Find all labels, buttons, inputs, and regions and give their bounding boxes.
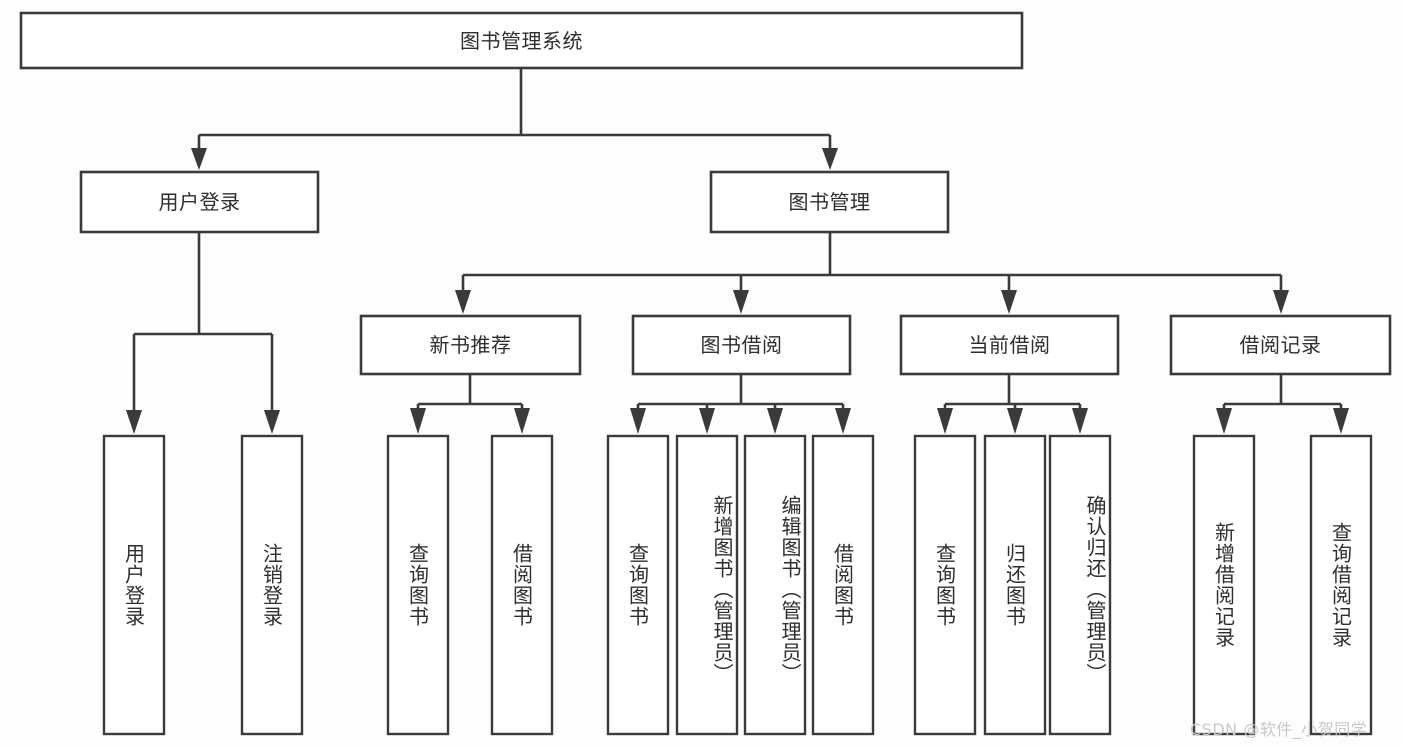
arrow-head-current-3 xyxy=(1072,408,1088,434)
node-book-borrow-box[interactable] xyxy=(631,314,852,376)
arrow-head-l3-1 xyxy=(455,290,471,314)
arrow-head-borrow-2 xyxy=(699,408,715,434)
leaf-box-record-add[interactable] xyxy=(1192,434,1256,736)
leaf-box-borrow-add[interactable] xyxy=(675,434,739,736)
arrow-head-borrow-4 xyxy=(835,408,851,434)
arrow-head-l3-4 xyxy=(1273,290,1289,314)
arrow-head-record-1 xyxy=(1216,408,1232,434)
leaf-box-current-return[interactable] xyxy=(983,434,1047,736)
node-new-book-recommend-box[interactable] xyxy=(359,314,582,376)
leaf-box-borrow-lend[interactable] xyxy=(811,434,875,736)
leaf-box-current-confirm[interactable] xyxy=(1048,434,1112,736)
arrow-head-recommend-1 xyxy=(410,408,426,434)
leaf-box-recommend-borrow[interactable] xyxy=(490,434,554,736)
arrow-head-record-2 xyxy=(1333,408,1349,434)
arrow-head-current-1 xyxy=(937,408,953,434)
arrow-head-user-login-1 xyxy=(126,410,142,434)
leaf-box-borrow-query[interactable] xyxy=(606,434,670,736)
arrow-head-borrow-1 xyxy=(630,408,646,434)
node-current-borrow-box[interactable] xyxy=(899,314,1120,376)
arrow-head-l3-2 xyxy=(733,290,749,314)
arrow-head-root-1 xyxy=(191,148,207,170)
node-book-manage-box[interactable] xyxy=(709,170,950,234)
node-user-login-box[interactable] xyxy=(79,170,320,234)
arrow-head-borrow-3 xyxy=(767,408,783,434)
arrow-head-root-2 xyxy=(822,148,838,170)
arrow-head-l3-3 xyxy=(1001,290,1017,314)
arrow-head-user-login-2 xyxy=(264,410,280,434)
arrow-head-recommend-2 xyxy=(514,408,530,434)
node-borrow-record-box[interactable] xyxy=(1169,314,1392,376)
leaf-box-borrow-edit[interactable] xyxy=(743,434,807,736)
leaf-box-recommend-query[interactable] xyxy=(386,434,450,736)
leaf-box-logout[interactable] xyxy=(240,434,304,736)
node-root-box[interactable] xyxy=(19,11,1024,70)
leaf-box-user-login[interactable] xyxy=(102,434,166,736)
leaf-box-record-query[interactable] xyxy=(1309,434,1373,736)
leaf-box-current-query[interactable] xyxy=(913,434,977,736)
arrow-head-current-2 xyxy=(1007,408,1023,434)
